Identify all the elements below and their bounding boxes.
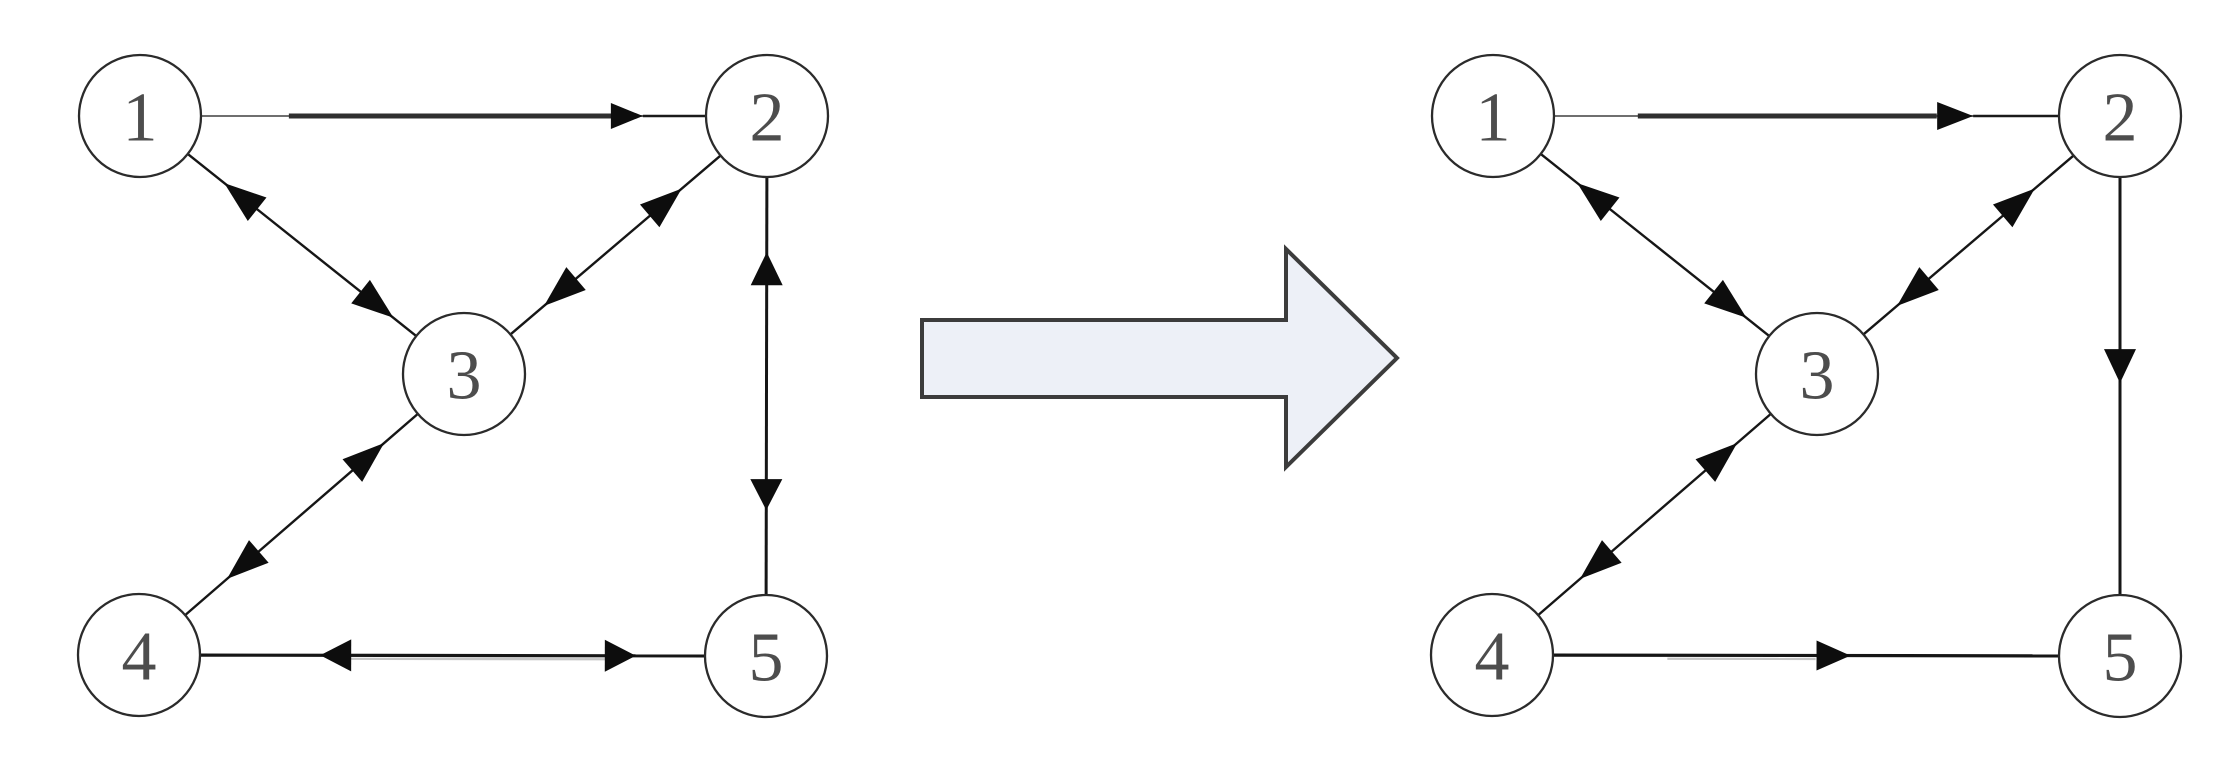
node-label: 3 (447, 338, 482, 415)
node-label: 2 (2103, 80, 2138, 157)
node-label: 5 (749, 620, 784, 697)
node-label: 3 (1800, 338, 1835, 415)
edge-line (1862, 154, 2075, 336)
node-label: 1 (1476, 80, 1511, 157)
edge-3-4 (184, 412, 419, 617)
edge-2-3 (509, 154, 722, 336)
node-left-3: 3 (401, 311, 527, 437)
node-circle (77, 53, 203, 179)
arrowhead-3 (342, 443, 385, 482)
edge-3-4 (1537, 412, 1772, 617)
node-right-1: 1 (1430, 53, 1556, 179)
arrowhead-2 (1992, 188, 2035, 228)
arrowhead-3 (1704, 279, 1747, 318)
edge-2-5 (750, 176, 783, 596)
edge-1-3 (1539, 153, 1771, 337)
node-right-5: 5 (2057, 593, 2183, 719)
edge-1-2 (1554, 102, 2059, 130)
arrowhead-2 (610, 103, 643, 129)
arrowhead-2 (750, 252, 783, 286)
transform-arrow (920, 244, 1400, 472)
edge-1-3 (186, 153, 418, 337)
arrowhead-3 (1695, 443, 1738, 482)
edge-4-5 (1552, 640, 2060, 671)
arrowhead-1 (1577, 183, 1620, 222)
node-label: 4 (1475, 619, 1510, 696)
arrowhead-4 (227, 540, 269, 579)
arrowhead-2 (639, 188, 682, 228)
arrowhead-3 (544, 267, 586, 306)
edge-2-3 (1862, 154, 2075, 336)
node-left-4: 4 (76, 592, 202, 718)
node-label: 1 (123, 80, 158, 157)
node-circle (1430, 53, 1556, 179)
arrowhead-5 (750, 479, 783, 511)
node-label: 2 (750, 80, 785, 157)
node-label: 5 (2103, 620, 2138, 697)
arrowhead-5 (2104, 349, 2136, 384)
edge-line (1552, 653, 2060, 658)
node-right-3: 3 (1754, 311, 1880, 437)
node-label: 4 (122, 619, 157, 696)
node-circle (76, 592, 202, 718)
edge-line (764, 176, 769, 596)
edge-1-2 (201, 103, 706, 129)
arrowhead-2 (1937, 102, 1974, 130)
arrowhead-5 (1816, 640, 1851, 671)
node-left-5: 5 (703, 593, 829, 719)
arrowhead-3 (351, 279, 394, 318)
node-circle (2057, 593, 2183, 719)
node-left-1: 1 (77, 53, 203, 179)
edge-2-5 (2104, 177, 2136, 595)
edge-4-5 (199, 639, 706, 672)
node-left-2: 2 (704, 53, 830, 179)
arrowhead-1 (224, 183, 267, 222)
arrowhead-4 (320, 639, 352, 672)
node-circle (1429, 592, 1555, 718)
node-circle (704, 53, 830, 179)
node-circle (2057, 53, 2183, 179)
node-right-4: 4 (1429, 592, 1555, 718)
arrowhead-5 (604, 639, 636, 672)
arrowhead-4 (1580, 540, 1622, 579)
graph-left: 1 2 3 4 5 (76, 53, 830, 719)
arrowhead-3 (1897, 267, 1939, 306)
node-circle (703, 593, 829, 719)
edge-line (509, 154, 722, 336)
graph-right: 1 2 3 4 5 (1429, 53, 2183, 719)
node-right-2: 2 (2057, 53, 2183, 179)
node-circle (1754, 311, 1880, 437)
node-circle (401, 311, 527, 437)
